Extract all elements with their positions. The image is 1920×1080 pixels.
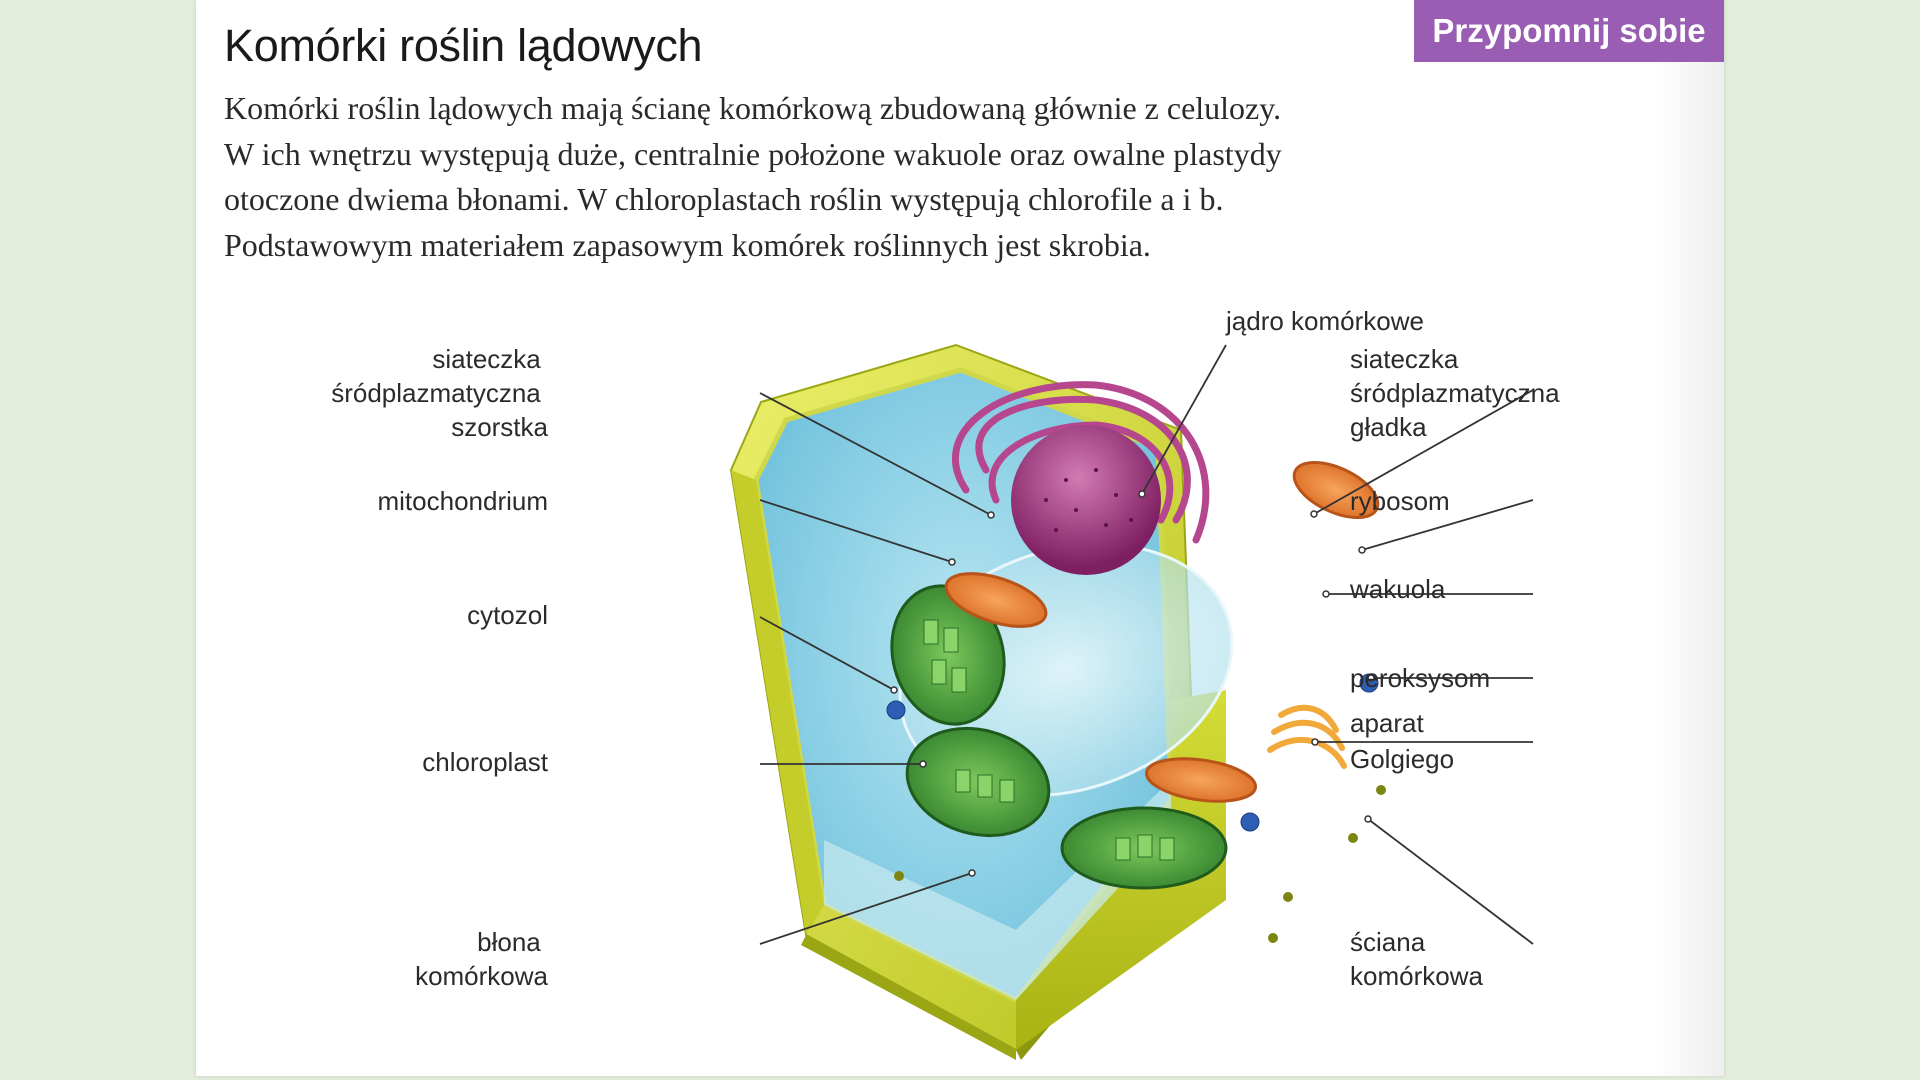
paragraph-line: W ich wnętrzu występują duże, centralnie… xyxy=(224,135,1282,172)
cell-wall-left xyxy=(731,470,824,935)
description-paragraph: Komórki roślin lądowych mają ścianę komó… xyxy=(224,86,1554,268)
label-chloroplast: chloroplast xyxy=(422,747,549,777)
page-title: Komórki roślin lądowych xyxy=(224,20,703,71)
nucleus xyxy=(1011,425,1161,575)
label-cell-membrane: błona komórkowa xyxy=(415,927,548,991)
slide-page: Komórki roślin lądowych Przypomnij sobie… xyxy=(196,0,1724,1076)
chloroplasts xyxy=(890,584,1228,890)
reminder-badge: Przypomnij sobie xyxy=(1414,0,1724,62)
label-peroxisome: peroksysom xyxy=(1350,663,1490,693)
mitochondria xyxy=(944,460,1380,803)
label-nucleus: jądro komórkowe xyxy=(1225,306,1424,336)
wall-pits xyxy=(894,785,1386,943)
label-cytosol: cytozol xyxy=(467,600,548,630)
label-ribosome: rybosom xyxy=(1350,486,1450,516)
plant-cell-diagram: jądro komórkowe siateczka śródplazmatycz… xyxy=(331,306,1567,1060)
label-rough-er: siateczka śródplazmatyczna szorstka xyxy=(331,344,548,442)
cell-membrane-region xyxy=(824,780,1171,1000)
label-vacuole: wakuola xyxy=(1349,574,1446,604)
label-mitochondrium: mitochondrium xyxy=(377,486,548,516)
label-smooth-er: siateczka śródplazmatyczna gładka xyxy=(1350,344,1567,442)
leader-dots xyxy=(890,490,1375,877)
leader-lines xyxy=(759,344,1534,945)
golgi-apparatus xyxy=(1267,704,1347,769)
paragraph-line: Komórki roślin lądowych mają ścianę komó… xyxy=(224,90,1282,126)
label-cell-wall: ściana komórkowa xyxy=(1350,927,1483,991)
nuclear-pores xyxy=(1044,468,1133,532)
label-golgi: aparat Golgiego xyxy=(1350,708,1454,774)
paragraph-line: otoczone dwiema błonami. W chloroplastac… xyxy=(224,181,1224,217)
rough-er xyxy=(951,381,1210,544)
paragraph-line: Podstawowym materiałem zapasowym komórek… xyxy=(224,226,1151,263)
